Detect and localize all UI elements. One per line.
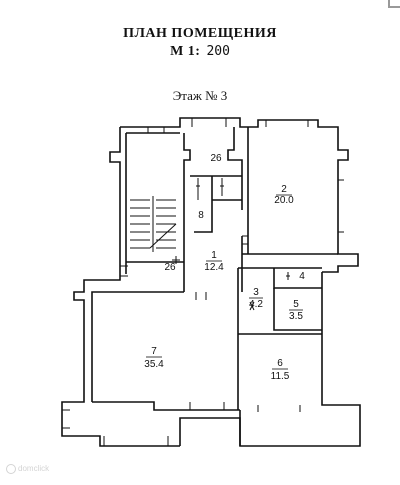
room-3-number: 3 — [253, 287, 259, 298]
domclick-logo-icon — [6, 464, 16, 474]
corner-mark — [388, 0, 400, 8]
plan-title: ПЛАН ПОМЕЩЕНИЯ — [123, 26, 277, 41]
watermark: domclick — [6, 464, 49, 474]
room-6-area: 11.5 — [271, 371, 290, 382]
room-5-area: 3.5 — [289, 311, 303, 322]
room-8-number: 8 — [198, 210, 204, 221]
walls — [61, 117, 361, 447]
room-9-number: 26 — [210, 153, 222, 164]
room-7-number: 7 — [151, 346, 157, 357]
floor-label: Этаж № 3 — [172, 88, 228, 103]
room-7-area: 35.4 — [144, 359, 164, 370]
room-4-number: 4 — [299, 271, 305, 282]
room-5-number: 5 — [293, 299, 299, 310]
room-1-area: 12.4 — [204, 262, 224, 273]
room-labels: 26 2 20.0 8 1 12.4 26 4 3 4.2 5 3.5 7 35… — [144, 153, 305, 382]
room-1-number: 1 — [211, 250, 217, 261]
room-6-number: 6 — [277, 358, 283, 369]
room-2-number: 2 — [281, 184, 287, 195]
label-underlines — [146, 194, 303, 370]
scale-label: М 1: — [170, 44, 201, 59]
room-2-area: 20.0 — [274, 195, 294, 206]
scale-line: М 1: 200 — [0, 44, 400, 60]
room-3-area: 4.2 — [249, 299, 263, 310]
stair-and-marks — [120, 178, 290, 311]
watermark-text: domclick — [18, 464, 50, 474]
room-26-number: 26 — [164, 262, 176, 273]
scale-value: 200 — [206, 44, 230, 59]
windows — [62, 118, 344, 446]
header: ПЛАН ПОМЕЩЕНИЯ М 1: 200 — [0, 26, 400, 60]
